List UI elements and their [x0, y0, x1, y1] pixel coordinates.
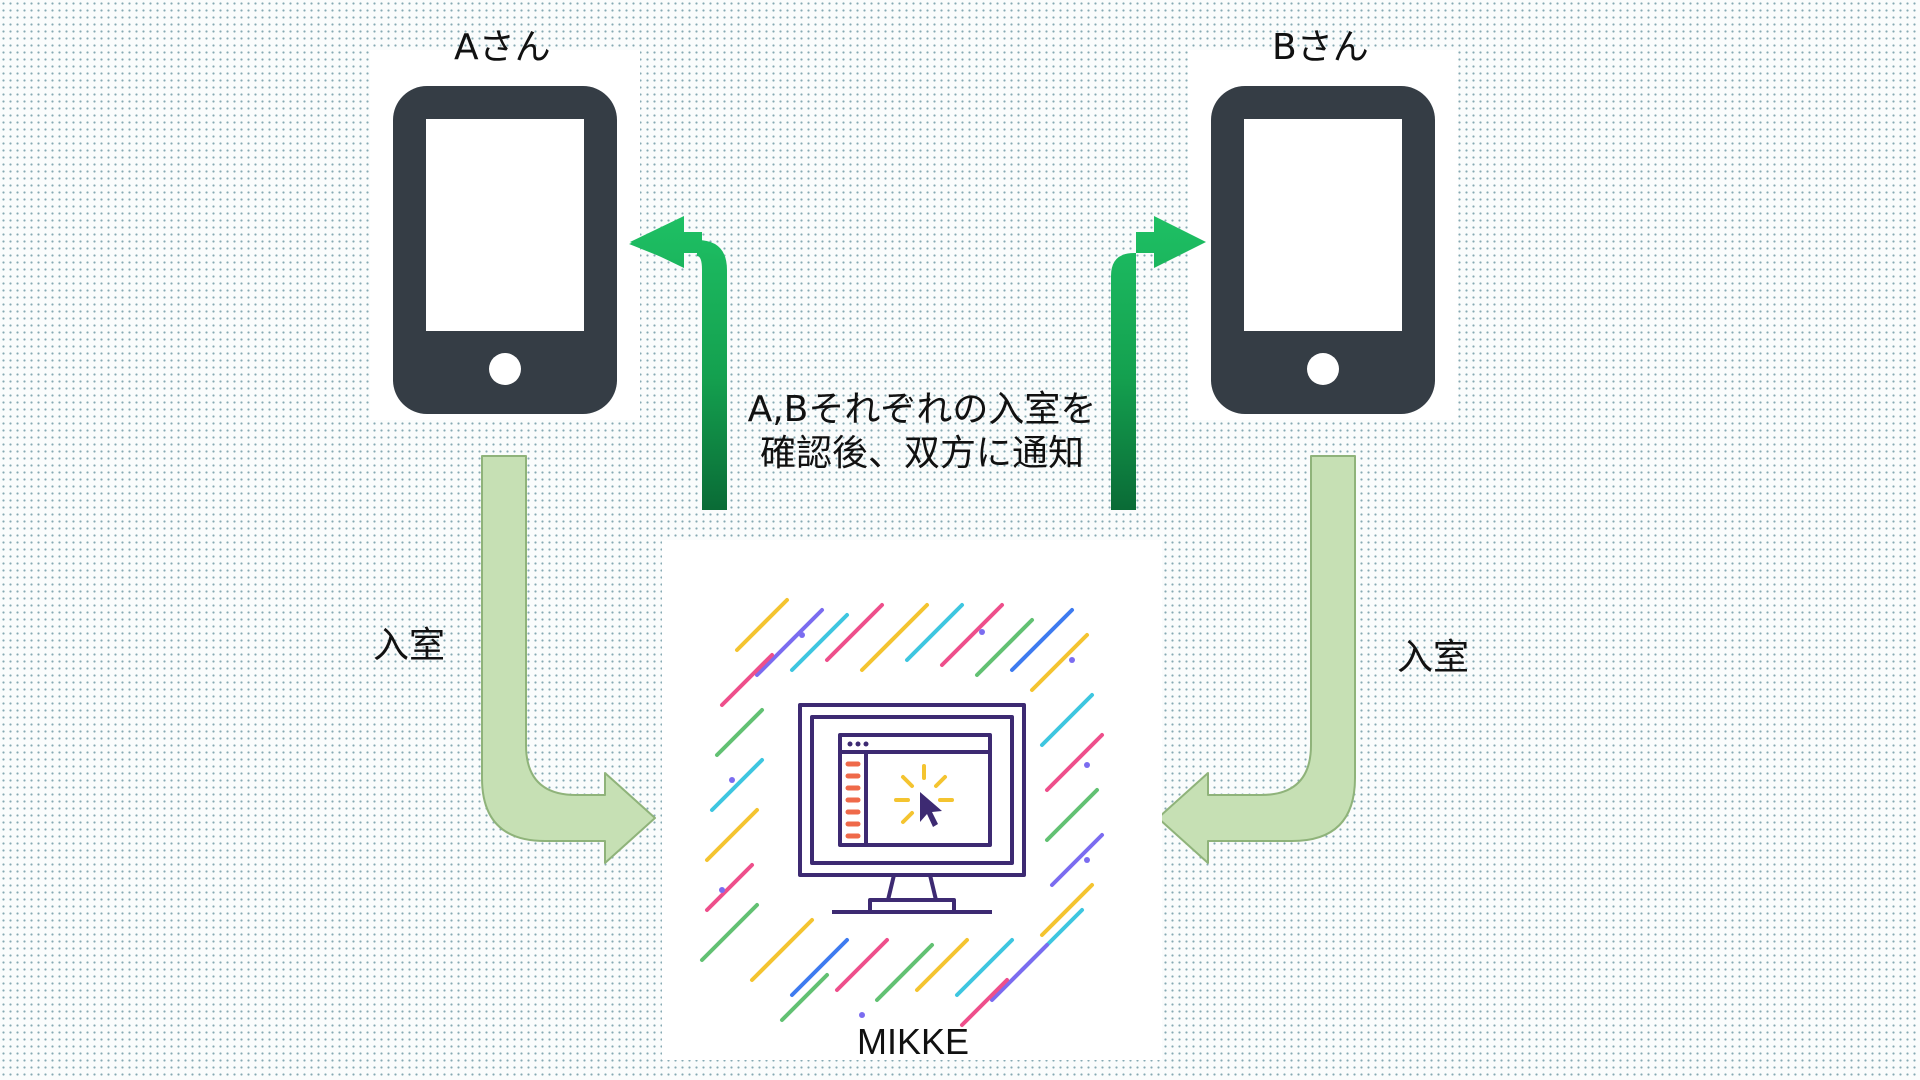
monitor-cursor-icon	[700, 598, 1104, 1027]
phone-a-label: Aさん	[454, 27, 551, 68]
notify-arrow-left-shape	[630, 216, 727, 510]
mikke-label: MIKKE	[857, 1021, 970, 1062]
phone-b-label: Bさん	[1272, 27, 1369, 68]
phone-b-smartphone-icon	[1211, 86, 1435, 414]
notification-line-2: 確認後、双方に通知	[759, 433, 1084, 474]
notify-arrow-right	[1111, 216, 1206, 510]
enter-label-left: 入室	[373, 625, 446, 666]
notification-text: A,Bそれぞれの入室を 確認後、双方に通知	[742, 388, 1102, 476]
enter-arrow-right	[1157, 455, 1356, 864]
enter-arrow-left	[481, 455, 656, 864]
notification-line-1: A,Bそれぞれの入室を	[747, 389, 1097, 430]
phone-a-smartphone-icon	[393, 86, 617, 414]
mikke-panel	[662, 540, 1162, 1060]
enter-label-right: 入室	[1397, 637, 1470, 678]
